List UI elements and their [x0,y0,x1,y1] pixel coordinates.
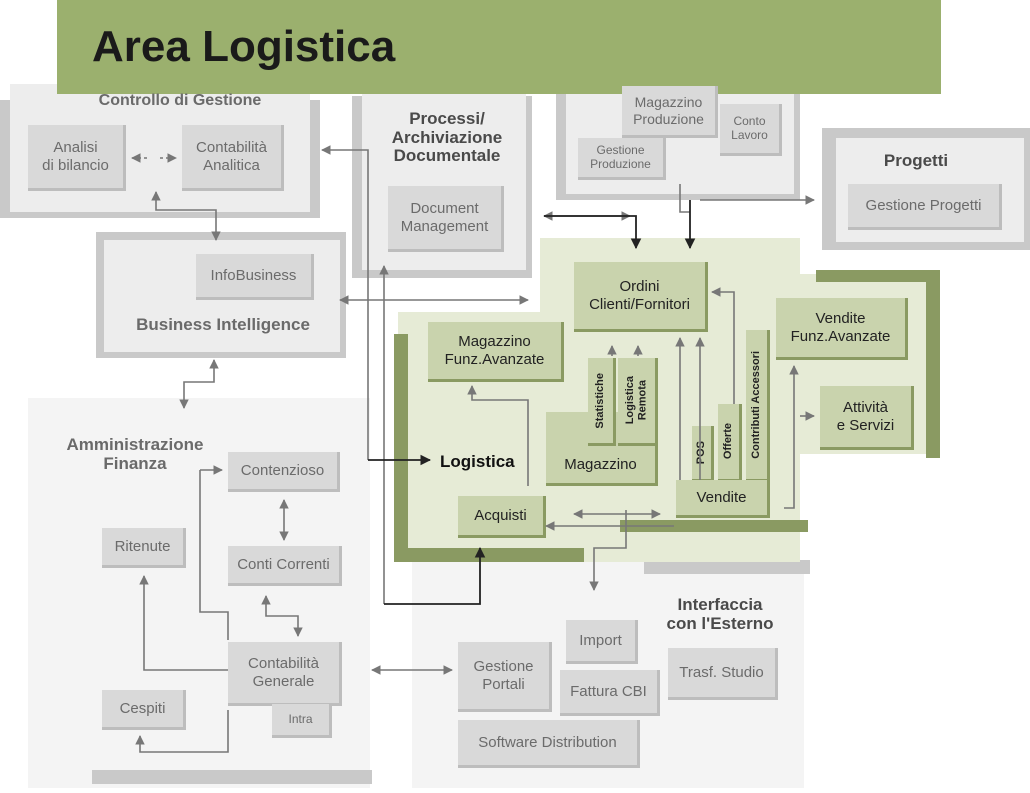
amministrazione-panel-shadow [92,770,372,784]
title-bar [57,0,941,94]
amministrazione-heading: Amministrazione Finanza [66,435,204,473]
fattura-cbi-box[interactable]: Fattura CBI [560,670,660,716]
logistica-interfaccia-arrow [589,510,627,591]
attivita-servizi-box[interactable]: Attività e Servizi [820,386,914,450]
bi-heading: Business Intelligence [136,315,310,334]
acquisti-amministrazione-arrow [384,546,486,605]
ordini-clienti-fornitori-box[interactable]: Ordini Clienti/Fornitori [574,262,708,332]
interfaccia-panel-shadow [644,560,810,574]
logistica-remota-box[interactable]: Logistica Remota [618,358,658,446]
gestione-progetti-box[interactable]: Gestione Progetti [848,184,1002,230]
vendite-funz-arrow [784,365,799,509]
document-management-box[interactable]: Document Management [388,186,504,252]
acquisti-box[interactable]: Acquisti [458,496,546,538]
vendite-funz-avanzate-box[interactable]: Vendite Funz.Avanzate [776,298,908,360]
magazzino-funz-avanzate-box[interactable]: Magazzino Funz.Avanzate [428,322,564,382]
contributi-accessori-box[interactable]: Contributi Accessori [746,330,770,482]
magazzino-produzione-box[interactable]: Magazzino Produzione [622,86,718,138]
controllo-heading: Controllo di Gestione [98,92,262,106]
bi-amministrazione-arrow [179,359,219,409]
logistica-accent-bottom [394,548,584,562]
conto-lavoro-box[interactable]: Conto Lavoro [720,104,782,156]
progetti-heading: Progetti [883,151,949,170]
contenzioso-box[interactable]: Contenzioso [228,452,340,492]
gestione-produzione-box[interactable]: Gestione Produzione [578,138,666,180]
logistica-controllo-arrow [321,145,369,460]
import-box[interactable]: Import [566,620,638,664]
offerte-box[interactable]: Offerte [718,404,742,482]
logistica-accent-left [394,334,408,562]
cespiti-box[interactable]: Cespiti [102,690,186,730]
ritenute-box[interactable]: Ritenute [102,528,186,568]
software-distribution-box[interactable]: Software Distribution [458,720,640,768]
conti-correnti-box[interactable]: Conti Correnti [228,546,342,586]
interfaccia-heading: Interfaccia con l'Esterno [666,595,774,633]
contabilita-analitica-box[interactable]: Contabilità Analitica [182,125,284,191]
vendite-area-accent [816,270,940,282]
page-title: Area Logistica [92,22,396,71]
controllo-bi-arrow [151,191,221,241]
logistica-label: Logistica [440,452,515,471]
trasf-studio-box[interactable]: Trasf. Studio [668,648,778,700]
processi-heading: Processi/ Archiviazione Documentale [391,109,503,166]
analisi-bilancio-box[interactable]: Analisi di bilancio [28,125,126,191]
gestione-portali-box[interactable]: Gestione Portali [458,642,552,712]
vendite-box[interactable]: Vendite [676,480,770,518]
infobusiness-box[interactable]: InfoBusiness [196,254,314,300]
statistiche-box[interactable]: Statistiche [588,358,616,446]
vendite-area-accent-right [926,270,940,458]
magfunz-acquisti-arrow [467,385,529,486]
intra-box[interactable]: Intra [272,704,332,738]
vendite-accent-bottom [620,520,808,532]
